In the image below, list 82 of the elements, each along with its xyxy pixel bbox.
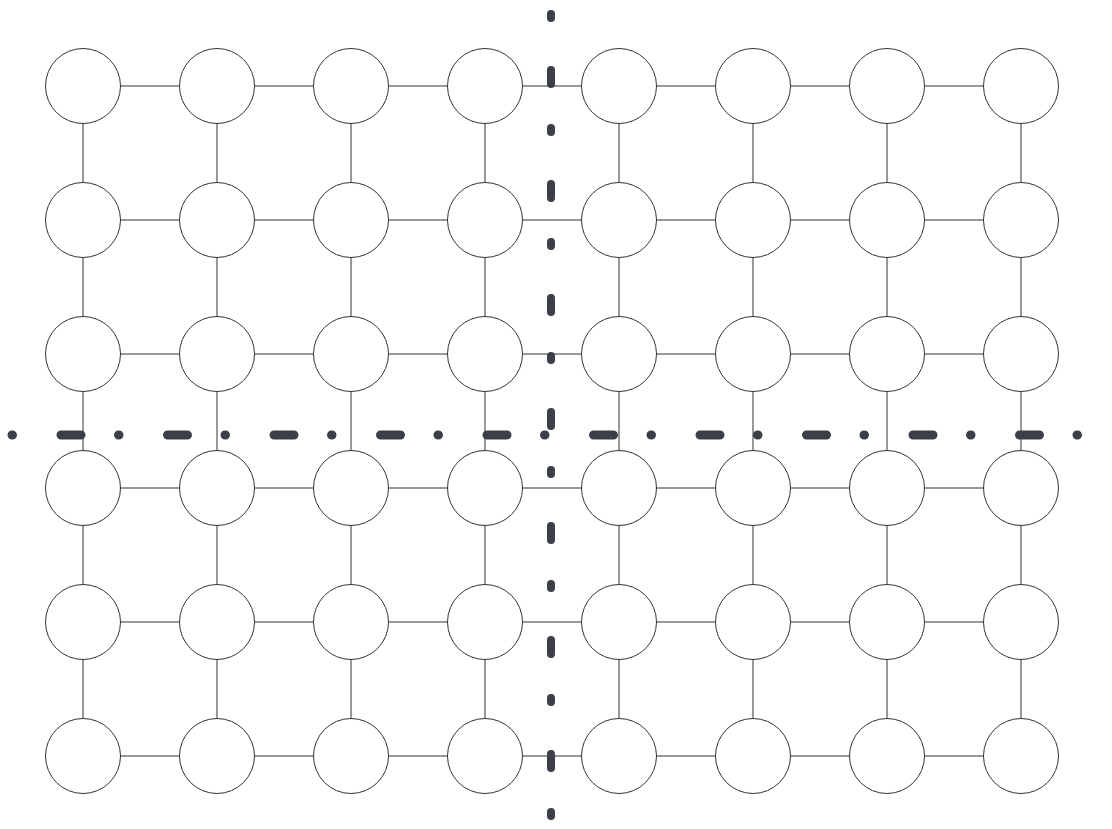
connector-line (522, 353, 582, 355)
connector-line (484, 257, 486, 317)
connector-line (350, 257, 352, 317)
connector-line (522, 85, 582, 87)
connector-line (618, 391, 620, 451)
connector-line (522, 755, 582, 757)
connector-line (790, 487, 850, 489)
connector-line (752, 257, 754, 317)
connector-line (924, 219, 984, 221)
connector-line (484, 525, 486, 585)
connector-line (656, 487, 716, 489)
connector-line (924, 353, 984, 355)
connector-line (350, 525, 352, 585)
connector-line (388, 621, 448, 623)
connector-line (120, 487, 180, 489)
connector-line (790, 755, 850, 757)
connector-line (1020, 525, 1022, 585)
connector-line (886, 123, 888, 183)
connector-line (752, 123, 754, 183)
connector-line (216, 257, 218, 317)
connector-line (484, 123, 486, 183)
connector-line (924, 85, 984, 87)
connector-line (388, 755, 448, 757)
connector-line (254, 487, 314, 489)
connector-line (790, 85, 850, 87)
connector-line (254, 353, 314, 355)
connector-line (522, 487, 582, 489)
connector-line (216, 123, 218, 183)
connector-line (752, 525, 754, 585)
connector-line (350, 123, 352, 183)
connector-line (886, 257, 888, 317)
connector-line (886, 525, 888, 585)
connector-line (254, 755, 314, 757)
connector-line (886, 391, 888, 451)
connector-line (656, 353, 716, 355)
connector-line (790, 219, 850, 221)
connector-line (216, 391, 218, 451)
connector-line (924, 621, 984, 623)
connector-line (120, 353, 180, 355)
connector-line (120, 219, 180, 221)
connector-line (790, 621, 850, 623)
connector-line (82, 123, 84, 183)
connector-line (656, 621, 716, 623)
connector-line (216, 525, 218, 585)
connector-line (1020, 257, 1022, 317)
connector-line (388, 85, 448, 87)
connector-line (1020, 123, 1022, 183)
connector-line (656, 219, 716, 221)
connector-line (522, 621, 582, 623)
connector-line (254, 85, 314, 87)
connector-line (522, 219, 582, 221)
connector-line (388, 353, 448, 355)
connector-line (1020, 391, 1022, 451)
connector-line (350, 391, 352, 451)
connector-line (120, 621, 180, 623)
connector-line (388, 487, 448, 489)
connector-line (886, 659, 888, 719)
connector-line (120, 755, 180, 757)
connector-line (618, 659, 620, 719)
connector-line (618, 123, 620, 183)
connector-line (350, 659, 352, 719)
connector-line (790, 353, 850, 355)
connector-line (656, 85, 716, 87)
connector-line (656, 755, 716, 757)
connector-line (924, 487, 984, 489)
connector-line (82, 525, 84, 585)
connector-line (618, 525, 620, 585)
connector-line (82, 391, 84, 451)
connector-line (484, 659, 486, 719)
connector-line (1020, 659, 1022, 719)
connector-line (924, 755, 984, 757)
connector-line (618, 257, 620, 317)
connector-line (388, 219, 448, 221)
connector-line (120, 85, 180, 87)
connector-line (216, 659, 218, 719)
connector-line (254, 219, 314, 221)
connector-line (82, 659, 84, 719)
connector-line (752, 391, 754, 451)
connector-line (82, 257, 84, 317)
connector-line (484, 391, 486, 451)
connector-line (254, 621, 314, 623)
connector-line (752, 659, 754, 719)
